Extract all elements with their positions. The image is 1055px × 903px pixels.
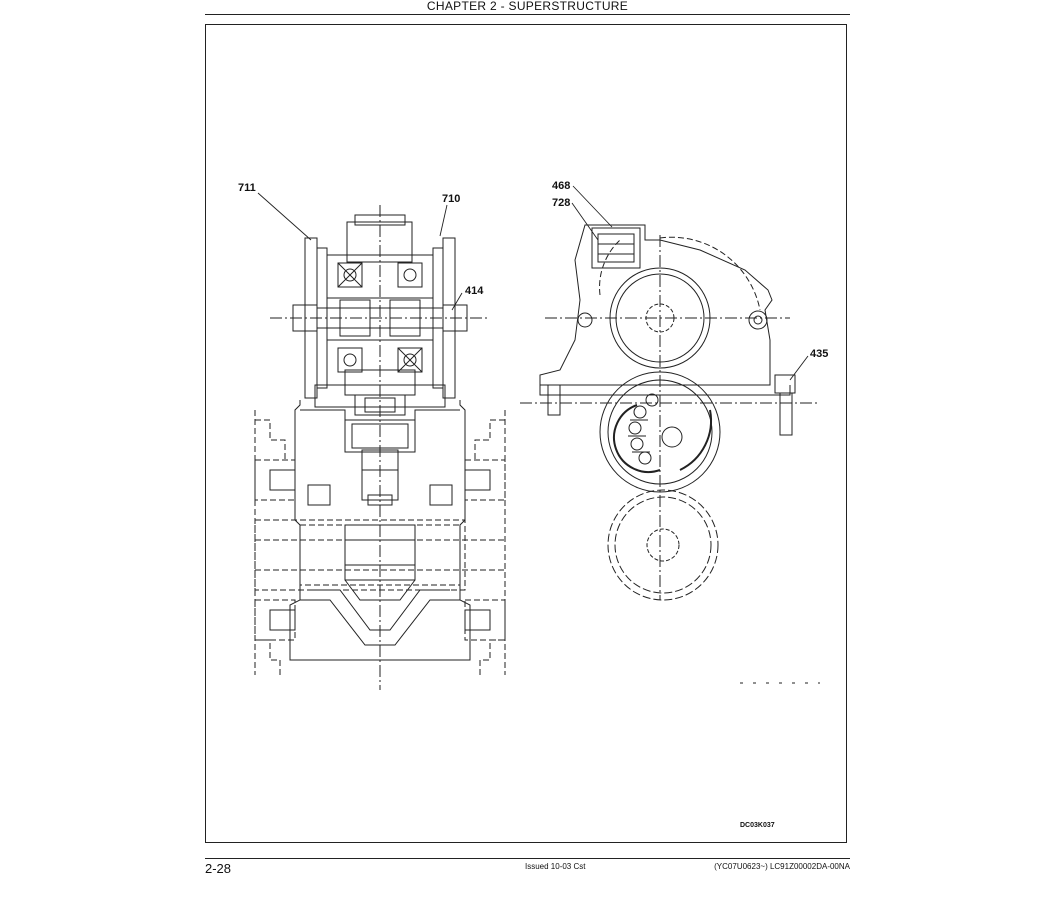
header-rule [205, 14, 850, 15]
footer-rule [205, 858, 850, 859]
callout-435: 435 [810, 348, 829, 360]
document-code: (YC07U0623~) LC91Z00002DA-00NA [714, 862, 850, 871]
callout-728: 728 [552, 197, 571, 209]
right-side-view [520, 224, 820, 684]
callout-leaders [257, 185, 809, 381]
callout-711: 711 [238, 182, 256, 194]
page-number: 2-28 [205, 861, 232, 876]
left-cross-section-view [254, 205, 506, 690]
drawing-code: DC03K037 [740, 822, 775, 829]
callout-468: 468 [552, 180, 571, 192]
callout-710: 710 [442, 193, 461, 205]
issue-info: Issued 10-03 Cst [525, 862, 586, 871]
chapter-title: CHAPTER 2 - SUPERSTRUCTURE [426, 0, 629, 13]
callout-414: 414 [465, 285, 484, 297]
drawing-frame [205, 24, 847, 843]
